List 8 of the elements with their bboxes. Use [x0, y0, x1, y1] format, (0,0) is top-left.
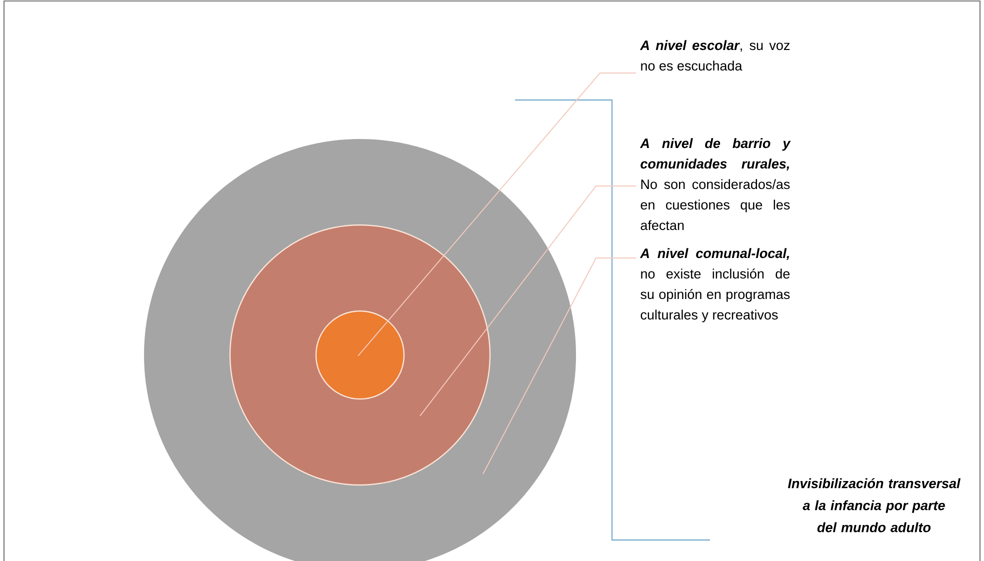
note-text: Invisibilización transversal a la infancia por parte del mundo adulto — [788, 478, 961, 532]
ring-circle — [315, 310, 405, 400]
leader-line — [482, 257, 636, 474]
leader-line — [358, 72, 636, 356]
level-text: A nivel de barrio y comunidades rurales, No son considerados/as en cuestiones que les afectan — [640, 138, 791, 230]
leader-line — [420, 186, 636, 416]
level-text: A nivel comunal-local, no existe inclusión de su opinión en programas culturales y recreativos — [640, 248, 790, 322]
level-text: A nivel escolar, su voz no es escuchada — [640, 40, 790, 71]
